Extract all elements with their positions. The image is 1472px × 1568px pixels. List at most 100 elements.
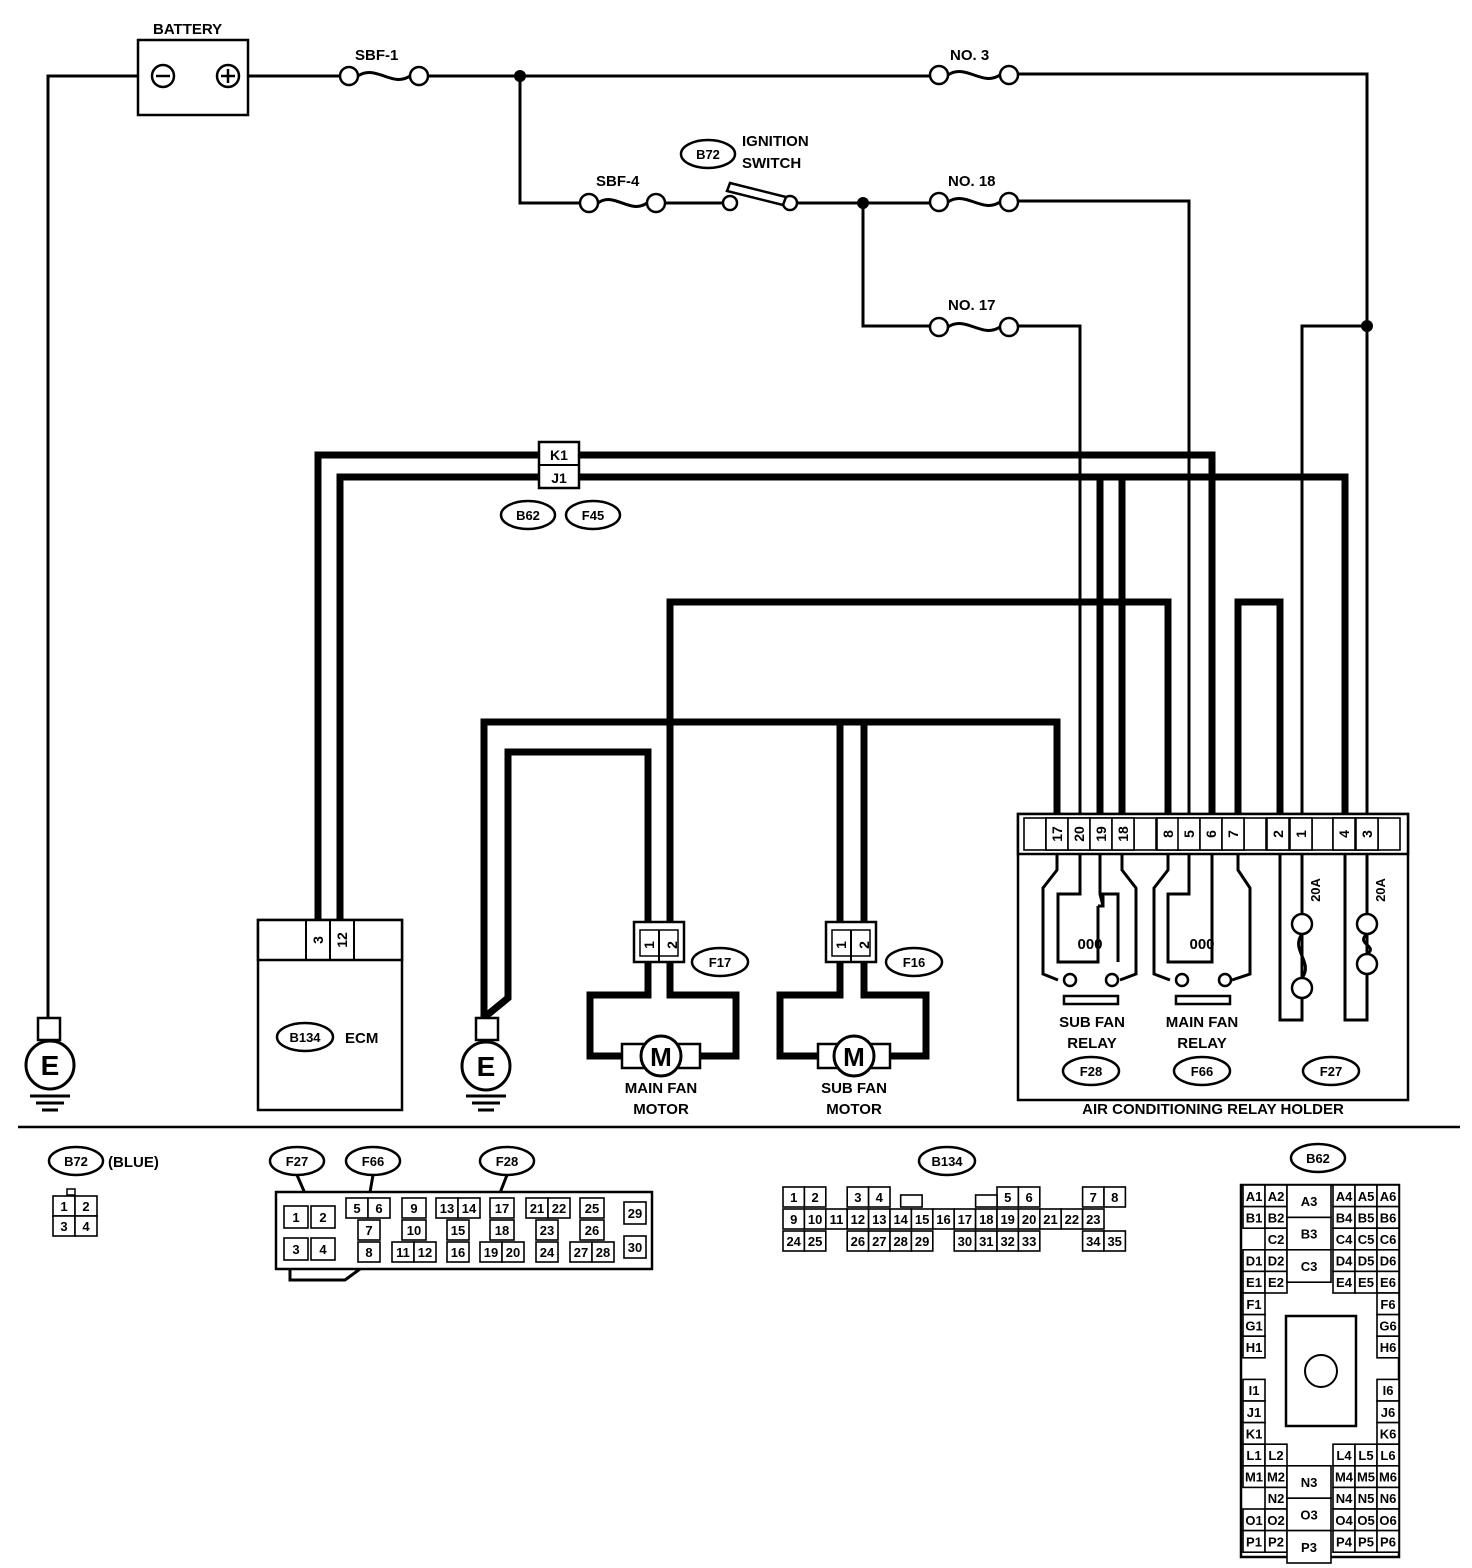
svg-text:E: E	[477, 1051, 496, 1082]
pin-label: K6	[1380, 1426, 1397, 1441]
pin-label: 3	[854, 1190, 861, 1205]
pin-label: M6	[1379, 1470, 1397, 1485]
pin-cell	[974, 1194, 998, 1208]
harness-wiring	[314, 451, 1349, 1060]
pin-label: 32	[1000, 1234, 1014, 1249]
main-relay-coil: 000	[1189, 936, 1214, 953]
pin-label: E1	[1246, 1275, 1262, 1290]
pin-label: F6	[1380, 1297, 1395, 1312]
pin-label: G6	[1379, 1318, 1396, 1333]
pin-label: N5	[1358, 1491, 1375, 1506]
pin-label: P3	[1301, 1540, 1317, 1555]
pin-label: C2	[1268, 1232, 1285, 1247]
pin-label: 19	[1093, 826, 1109, 842]
pin-label: 1	[60, 1199, 67, 1214]
pin-cell	[1376, 1335, 1400, 1359]
pin-label: 12	[851, 1212, 865, 1227]
pin-label: O1	[1245, 1513, 1262, 1528]
pin-label: 21	[1043, 1212, 1057, 1227]
pin-label: 7	[365, 1223, 372, 1238]
pin-label: 29	[915, 1234, 929, 1249]
pin-label: 3	[292, 1242, 299, 1257]
pin-label: D6	[1380, 1254, 1397, 1269]
pin-label: 8	[1111, 1190, 1118, 1205]
pin-label: K1	[1246, 1426, 1263, 1441]
pin-cell	[623, 1201, 647, 1225]
pin-label: 10	[808, 1212, 822, 1227]
svg-text:1: 1	[641, 941, 657, 949]
pin-cell	[535, 1219, 559, 1241]
pin-label: M5	[1357, 1470, 1375, 1485]
pin-label: M1	[1245, 1470, 1263, 1485]
pin-cell	[1103, 1186, 1127, 1208]
svg-text:F66: F66	[1191, 1064, 1213, 1079]
pin-cell	[283, 1205, 309, 1229]
pin-cell	[1017, 1230, 1041, 1252]
pin-label: N4	[1336, 1491, 1353, 1506]
svg-text:MOTOR: MOTOR	[633, 1101, 689, 1118]
pin-label: A4	[1336, 1189, 1353, 1204]
pin-label: B2	[1268, 1210, 1285, 1225]
junction-connector: K1 J1 B62 F45	[499, 440, 622, 531]
ground-center: E	[460, 1016, 512, 1112]
pin-label: A6	[1380, 1189, 1397, 1204]
svg-text:F27: F27	[286, 1154, 308, 1169]
svg-text:F28: F28	[496, 1154, 518, 1169]
pin-label: M4	[1335, 1470, 1354, 1485]
pin-cell	[1286, 1216, 1332, 1251]
pin-cell	[1355, 817, 1379, 851]
pin-label: 18	[495, 1223, 509, 1238]
pin-label: 2	[811, 1190, 818, 1205]
pin-cell	[1376, 1529, 1400, 1553]
battery-label: BATTERY	[153, 21, 222, 38]
pin-cell	[910, 1230, 934, 1252]
pin-label: 20	[506, 1245, 520, 1260]
pin-cell	[283, 1237, 309, 1261]
pin-label: P5	[1358, 1534, 1374, 1549]
pin-cell	[446, 1219, 470, 1241]
pin-cell	[357, 1219, 381, 1241]
pin-label: 27	[872, 1234, 886, 1249]
pin-label: 35	[1107, 1234, 1121, 1249]
pin-label: B4	[1336, 1210, 1353, 1225]
svg-text:B72: B72	[64, 1154, 88, 1169]
pin-label: 22	[1065, 1212, 1079, 1227]
svg-text:NO. 17: NO. 17	[948, 297, 996, 314]
pin-label: 33	[1022, 1234, 1036, 1249]
pin-label: 31	[979, 1234, 993, 1249]
pin-label: 18	[1115, 826, 1131, 842]
pin-cell	[446, 1241, 470, 1263]
pin-label: 2	[1270, 830, 1286, 838]
pin-label: C5	[1358, 1232, 1375, 1247]
pin-label: 26	[585, 1223, 599, 1238]
pin-label: 5	[353, 1201, 360, 1216]
pin-cell	[899, 1194, 923, 1208]
pin-label: 18	[979, 1212, 993, 1227]
svg-text:NO. 3: NO. 3	[950, 47, 989, 64]
pin-label: E6	[1380, 1275, 1396, 1290]
pin-cell	[803, 1186, 827, 1208]
pin-label: P6	[1380, 1534, 1396, 1549]
pin-cell	[1242, 1335, 1266, 1359]
pin-cell	[413, 1241, 437, 1263]
pin-label: 15	[451, 1223, 465, 1238]
svg-text:K1: K1	[550, 447, 568, 463]
pin-cell	[367, 1197, 391, 1219]
pin-cell	[489, 1219, 515, 1241]
pin-label: A1	[1246, 1189, 1263, 1204]
pin-label: 9	[790, 1212, 797, 1227]
pin-label: 13	[872, 1212, 886, 1227]
svg-text:SBF-1: SBF-1	[355, 47, 398, 64]
pin-label: 15	[915, 1212, 929, 1227]
pin-label: 4	[319, 1242, 327, 1257]
svg-text:M: M	[843, 1042, 865, 1072]
pin-label: 3	[60, 1219, 67, 1234]
pin-label: 11	[830, 1212, 844, 1227]
pin-label: L6	[1380, 1448, 1395, 1463]
pin-label: B5	[1358, 1210, 1375, 1225]
svg-text:MAIN FAN: MAIN FAN	[1166, 1014, 1239, 1031]
fuse-no3: NO. 3	[928, 47, 1020, 86]
